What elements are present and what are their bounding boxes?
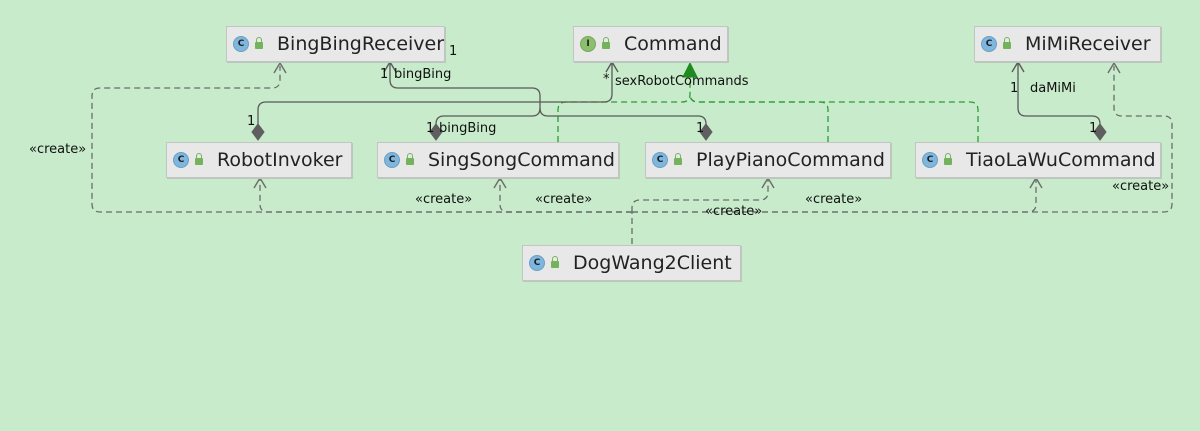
create-edge-singsong-command [499,180,632,213]
dependency-arrowheads [253,61,1121,189]
realization-edges [557,76,979,142]
public-visibility-icon [551,256,559,268]
multiplicity-label: 1 [380,67,389,82]
node-mimi-receiver[interactable]: C MiMiReceiver [974,26,1161,62]
assoc-tiaolawu-mimi [1017,62,1101,128]
assoc-arrowhead-command [605,60,619,73]
stereotype-create: «create» [415,192,473,207]
public-visibility-icon [944,153,952,165]
class-icon: C [981,36,997,52]
create-dependency-edges [91,66,1173,244]
role-label-damimi: daMiMi [1030,81,1076,96]
interface-icon: I [580,36,596,52]
stereotype-create: «create» [805,192,863,207]
arrowhead-bingbing-receiver [273,61,287,74]
public-visibility-icon [1003,37,1011,49]
stereotype-create: «create» [29,142,87,157]
stereotype-create: «create» [1112,179,1170,194]
arrowhead-tiaolawu-command [1029,176,1043,189]
node-label: DogWang2Client [573,252,732,274]
multiplicity-label: 1 [426,121,435,136]
class-icon: C [652,152,668,168]
multiplicity-label: 1 [1089,121,1098,136]
multiplicity-label: 1 [1010,81,1019,96]
node-label: SingSongCommand [428,149,615,171]
create-edge-bingbing-receiver [91,66,632,213]
public-visibility-icon [406,153,414,165]
association-arrowheads [383,60,1025,73]
class-icon: C [922,152,938,168]
realization-arrowhead [682,61,698,78]
multiplicity-label: 1 [449,44,458,59]
public-visibility-icon [255,37,263,49]
arrowhead-mimi-receiver [1107,61,1121,74]
create-edge-tiaolawu-command [632,180,1037,213]
arrowhead-playpiano-command [761,176,775,189]
multiplicity-label: 1 [247,114,256,129]
node-tiaolawu-command[interactable]: C TiaoLaWuCommand [915,142,1161,178]
assoc-singsong-bingbing [389,62,541,128]
association-edges [257,62,1101,128]
node-robot-invoker[interactable]: C RobotInvoker [166,142,352,178]
create-edge-mimi-receiver [632,66,1173,213]
node-label: TiaoLaWuCommand [966,149,1156,171]
role-label-sexrobotcommands: sexRobotCommands [615,74,749,89]
arrowhead-singsong-command [493,176,507,189]
assoc-robotinvoker-command [257,62,613,128]
diamond-singsong [429,123,443,141]
node-label: Command [624,33,722,55]
realization-tiaolawu [689,93,979,142]
create-edge-robot-invoker [259,180,632,213]
diamond-tiaolawu [1093,123,1107,141]
realization-playpiano [689,93,829,142]
class-icon: C [173,152,189,168]
node-command[interactable]: I Command [573,26,728,62]
role-label-bingbing: bingBing [394,67,452,82]
multiplicity-label: * [603,72,610,87]
node-dogwang2-client[interactable]: C DogWang2Client [522,245,741,281]
node-playpiano-command[interactable]: C PlayPianoCommand [645,142,891,178]
stereotype-create: «create» [535,192,593,207]
class-icon: C [384,152,400,168]
public-visibility-icon [602,37,610,49]
composition-diamonds [251,123,1107,141]
multiplicity-label: 1 [696,121,705,136]
node-label: PlayPianoCommand [696,149,885,171]
stereotype-create: «create» [705,204,763,219]
assoc-arrowhead-mimi [1011,60,1025,73]
node-label: MiMiReceiver [1025,33,1151,55]
public-visibility-icon [674,153,682,165]
node-label: BingBingReceiver [277,33,445,55]
arrowhead-robot-invoker [253,176,267,189]
node-singsong-command[interactable]: C SingSongCommand [377,142,619,178]
diamond-robotinvoker [251,123,265,141]
assoc-playpiano-bingbing [539,107,707,128]
node-bingbing-receiver[interactable]: C BingBingReceiver [226,26,445,62]
class-icon: C [233,36,249,52]
public-visibility-icon [195,153,203,165]
realization-singsong [557,76,691,142]
assoc-arrowhead-bingbing [383,60,397,73]
role-label-bingbing: bingBing [439,121,497,136]
class-icon: C [529,255,545,271]
diamond-playpiano [699,123,713,141]
node-label: RobotInvoker [217,149,343,171]
